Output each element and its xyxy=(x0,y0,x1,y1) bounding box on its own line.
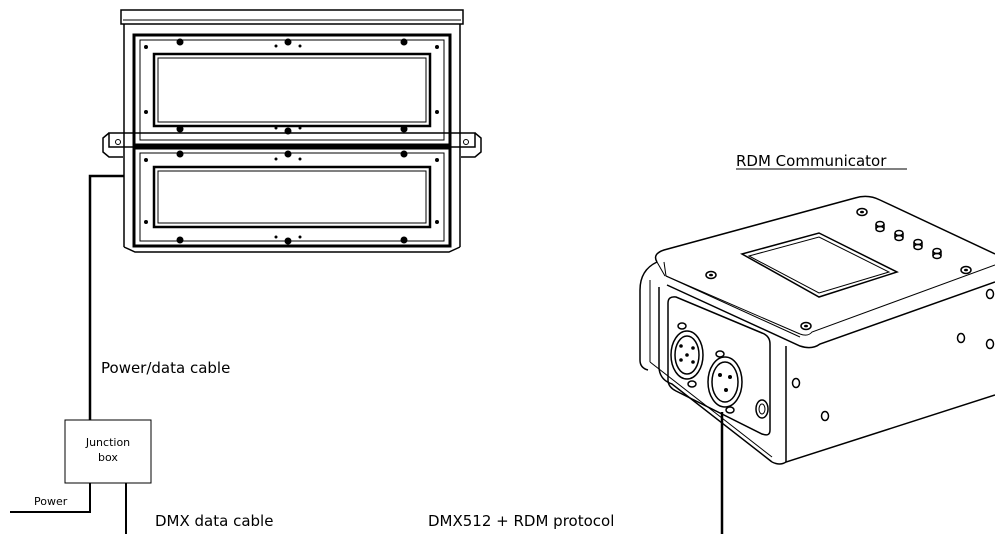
xlr-5pin-connector-icon xyxy=(670,322,704,388)
rdm-communicator-label: RDM Communicator xyxy=(736,152,887,170)
power-cable xyxy=(10,483,91,513)
xlr-3pin-connector-icon xyxy=(707,350,743,414)
dmx-protocol-label: DMX512 + RDM protocol xyxy=(428,512,614,530)
junction-box-label-line1: Junction xyxy=(85,436,130,449)
dmx-data-cable-label: DMX data cable xyxy=(155,512,273,530)
power-data-cable xyxy=(88,174,124,420)
power-data-cable-label: Power/data cable xyxy=(101,359,230,377)
power-label: Power xyxy=(34,495,68,508)
led-strobe-fixture-icon xyxy=(102,9,482,253)
rdm-communicator-device-icon xyxy=(639,195,995,465)
junction-box-label-line2: box xyxy=(98,451,118,464)
junction-box xyxy=(64,419,152,484)
